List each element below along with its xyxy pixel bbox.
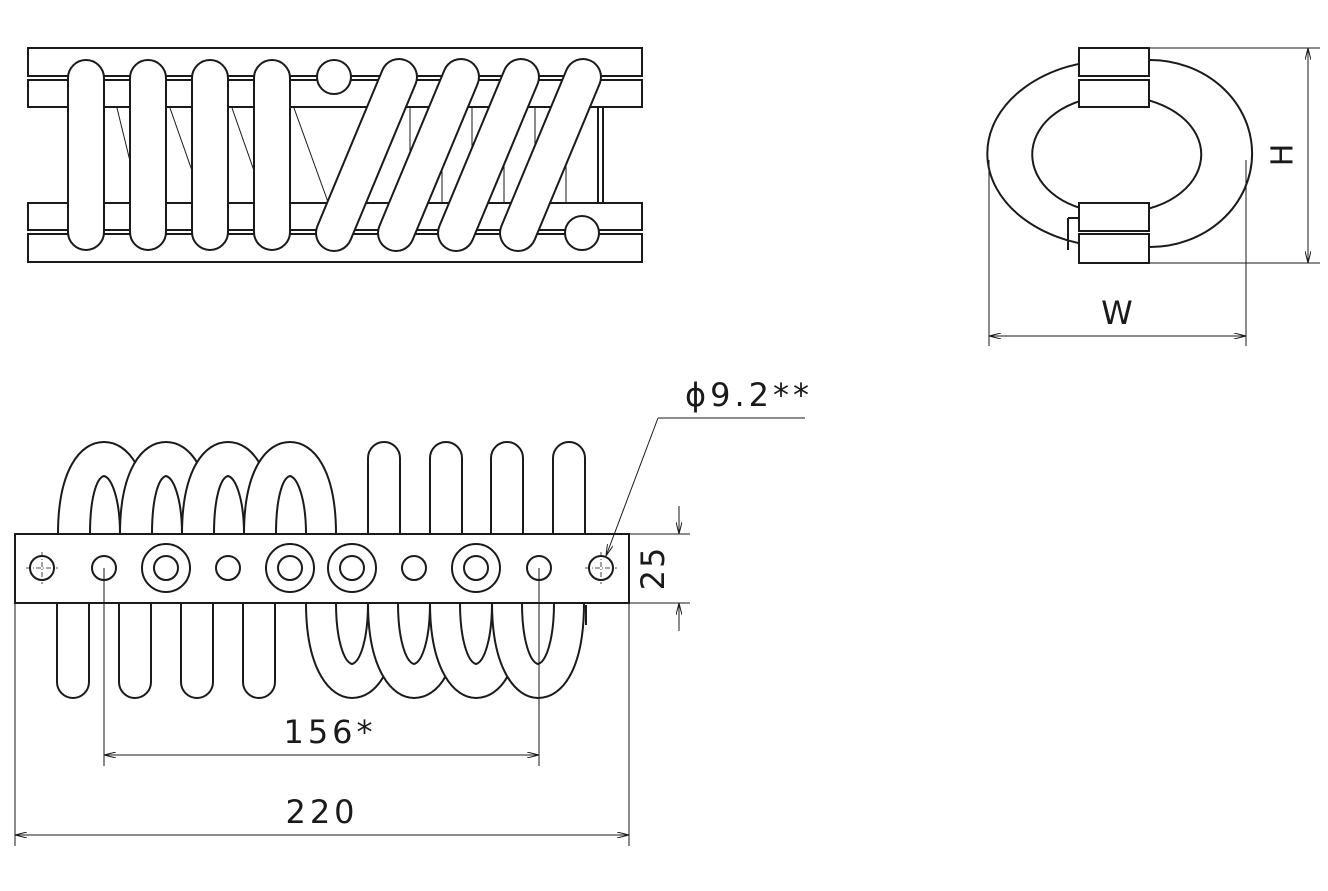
vertical-rope-loops [67, 59, 291, 251]
side-view [986, 47, 1254, 264]
bar-height-label: 25 [634, 546, 672, 591]
height-label: H [1266, 144, 1301, 167]
upper-rope-ends [367, 441, 586, 534]
overall-length-label: 220 [285, 793, 358, 831]
width-dimension: W [988, 160, 1247, 346]
hole-diameter-callout: ϕ9.2** [606, 376, 813, 556]
hole-diameter-label: ϕ9.2** [685, 376, 813, 414]
overall-length-dimension: 220 [14, 603, 630, 846]
upper-coil-loops [56, 440, 338, 535]
width-label: W [1101, 294, 1133, 332]
front-view [14, 440, 630, 700]
diagonal-rope-loops [315, 58, 602, 252]
hole-spacing-dimension: 156* [103, 568, 540, 766]
top-view [27, 47, 643, 263]
bar-height-dimension: 25 [630, 506, 690, 631]
height-dimension: H [1149, 47, 1320, 264]
retainer-bar [14, 533, 630, 604]
lower-coil-loops [304, 602, 586, 700]
hole-spacing-label: 156* [283, 713, 376, 751]
lower-rope-ends [56, 603, 276, 699]
